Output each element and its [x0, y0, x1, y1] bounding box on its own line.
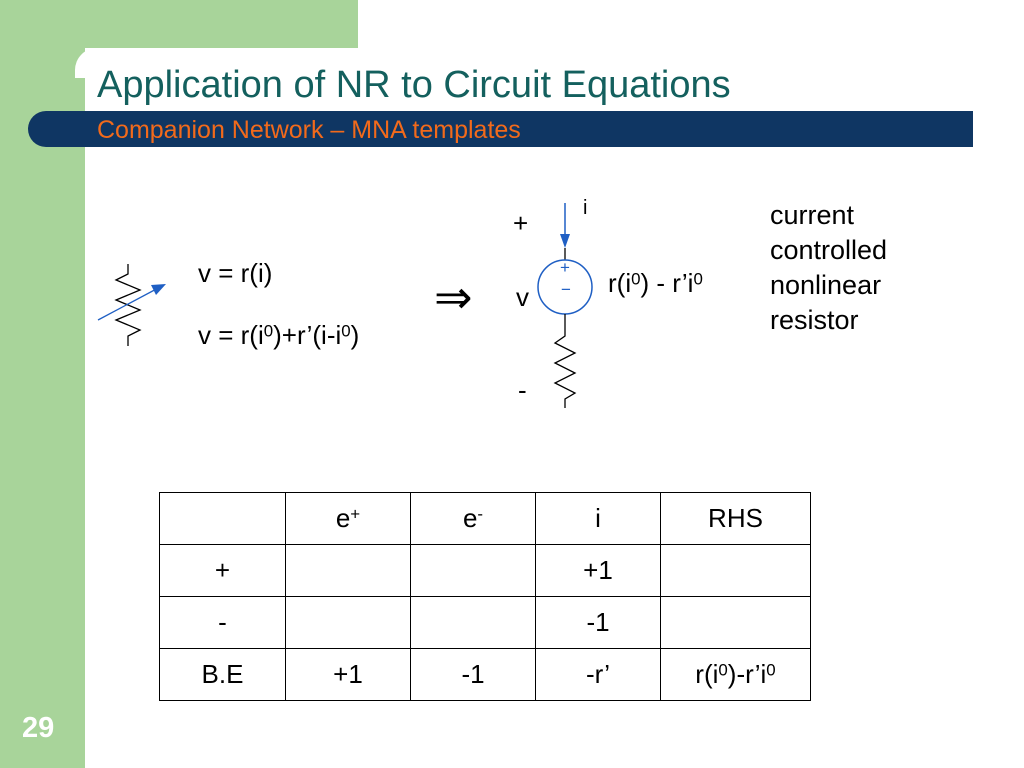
source-value: r(i0) - r’i0: [608, 268, 703, 298]
description-line: controlled: [770, 235, 888, 265]
slide-title: Application of NR to Circuit Equations: [97, 64, 731, 106]
source-plus-sign: +: [560, 258, 570, 277]
terminal-minus: -: [518, 375, 527, 405]
table-row: + +1: [159, 544, 811, 597]
equation-linearized: v = r(i0)+r’(i-i0): [198, 320, 360, 350]
source-minus-sign: −: [561, 280, 571, 299]
implies-arrow: ⇒: [434, 271, 473, 323]
cell-rhs: r(i0)-r’i0: [660, 648, 811, 701]
voltage-label: v: [516, 282, 529, 312]
cell-i: -1: [535, 596, 661, 649]
equation-nonlinear: v = r(i): [198, 258, 273, 288]
cell-i: +1: [535, 544, 661, 597]
header-cell-rhs: RHS: [660, 492, 811, 545]
table-header-row: e+ e- i RHS: [159, 492, 811, 545]
table-row: - -1: [159, 596, 811, 649]
element-description: current controlled nonlinear resistor: [770, 198, 887, 338]
row-label: B.E: [159, 648, 286, 701]
row-label: +: [159, 544, 286, 597]
cell-e-minus: [410, 544, 536, 597]
cell-e-plus: [285, 596, 411, 649]
cell-e-minus: [410, 596, 536, 649]
slide-subtitle: Companion Network – MNA templates: [97, 116, 521, 144]
companion-circuit-wires: [537, 203, 593, 408]
cell-e-plus: +1: [285, 648, 411, 701]
terminal-plus: +: [513, 208, 529, 238]
cell-rhs: [660, 544, 811, 597]
nonlinear-resistor-icon: [97, 264, 166, 346]
header-cell-i: i: [535, 492, 661, 545]
cell-i: -r’: [535, 648, 661, 701]
table-row: B.E +1 -1 -r’ r(i0)-r’i0: [159, 648, 811, 701]
title-band: [28, 111, 973, 147]
description-line: nonlinear: [770, 270, 882, 300]
mna-template-table: e+ e- i RHS + +1 - -1 B.E +1 -1 -r’ r(i0…: [159, 492, 811, 701]
page-number: 29: [22, 712, 55, 744]
header-cell-e-plus: e+: [285, 492, 411, 545]
corner-notch: [75, 48, 365, 78]
cell-e-minus: -1: [410, 648, 536, 701]
header-cell-e-minus: e-: [410, 492, 536, 545]
cell-e-plus: [285, 544, 411, 597]
description-line: resistor: [770, 305, 859, 335]
row-label: -: [159, 596, 286, 649]
cell-rhs: [660, 596, 811, 649]
resistor-icon: [553, 328, 577, 408]
header-cell-empty: [159, 492, 286, 545]
current-label: i: [583, 197, 588, 219]
description-line: current: [770, 200, 855, 230]
top-green-block: [85, 0, 358, 48]
